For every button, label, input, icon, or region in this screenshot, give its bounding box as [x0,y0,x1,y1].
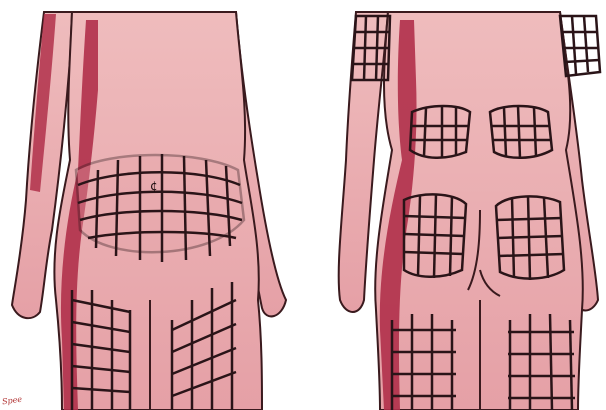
navel-mark: ¢ [150,179,158,193]
front-view: ¢ [12,12,286,410]
back-right-upper-arm-grid [560,16,600,76]
back-view [339,12,600,410]
